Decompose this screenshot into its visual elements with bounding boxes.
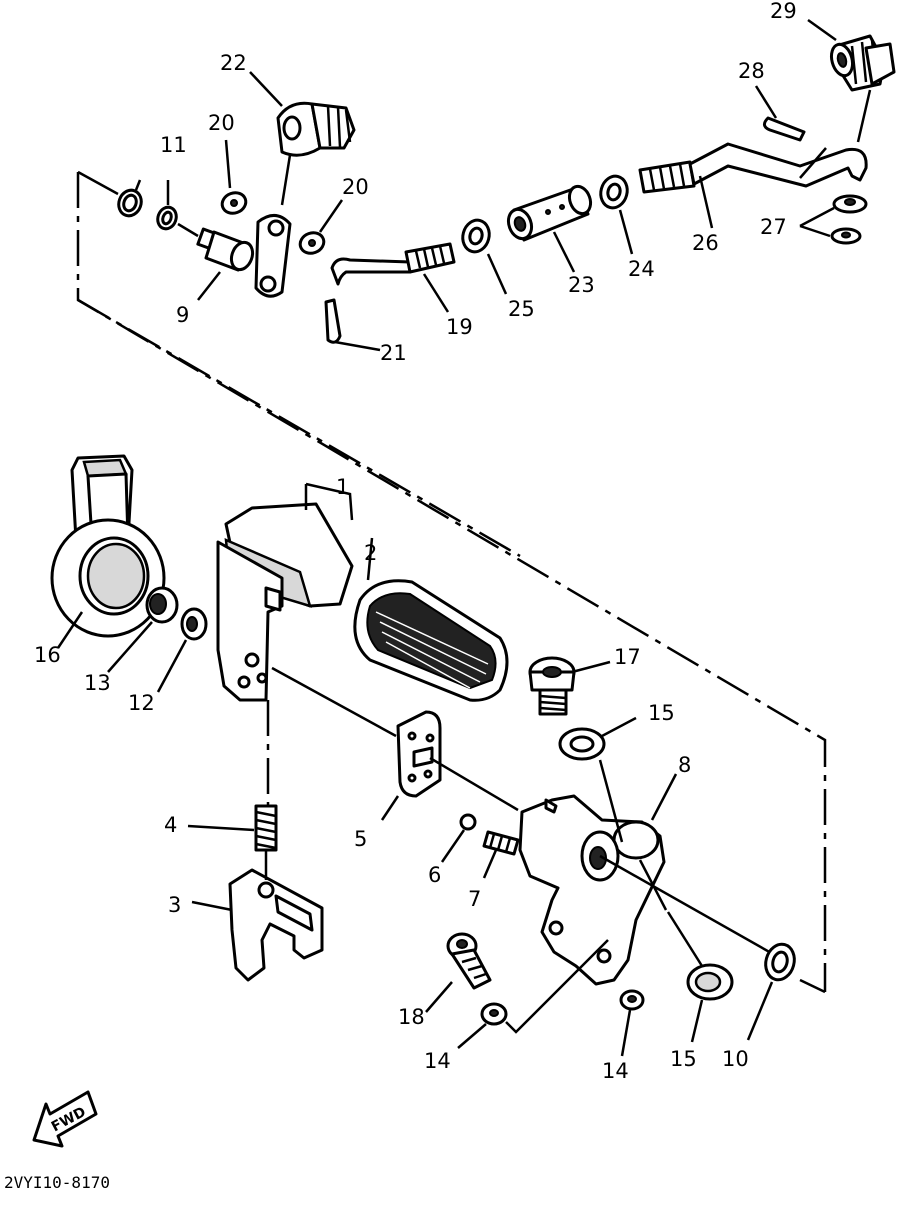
label-part-20a: 20 xyxy=(208,111,235,135)
label-part-24: 24 xyxy=(628,257,655,281)
rod-19 xyxy=(330,242,456,313)
control-lever-1 xyxy=(216,482,374,702)
spring-4 xyxy=(187,700,278,880)
washer-10 xyxy=(746,942,796,1041)
label-part-10: 10 xyxy=(722,1047,749,1071)
washer-14a xyxy=(457,939,609,1049)
washer-14b xyxy=(619,989,645,1057)
label-part-28: 28 xyxy=(738,59,765,83)
label-part-4: 4 xyxy=(164,813,177,837)
washer-15b xyxy=(666,911,734,1043)
label-part-1: 1 xyxy=(336,475,349,499)
bracket-8 xyxy=(518,773,781,986)
label-part-23: 23 xyxy=(568,273,595,297)
label-part-15a: 15 xyxy=(648,701,675,725)
label-part-9: 9 xyxy=(176,303,189,327)
label-part-13: 13 xyxy=(84,671,111,695)
boot-22 xyxy=(249,71,356,206)
rod-26 xyxy=(638,142,868,229)
cotter-pin-21 xyxy=(324,298,381,352)
plate-5 xyxy=(271,666,519,821)
label-part-18: 18 xyxy=(398,1005,425,1029)
label-part-6: 6 xyxy=(428,863,441,887)
washer-20a xyxy=(220,139,248,215)
nut-24 xyxy=(599,174,634,255)
label-part-11: 11 xyxy=(160,133,187,157)
shift-shaft-9 xyxy=(196,214,292,301)
sleeve-23 xyxy=(506,184,593,273)
washer-12 xyxy=(156,607,208,693)
washer-15a xyxy=(558,716,637,843)
label-part-5: 5 xyxy=(354,827,367,851)
joint-boot-29 xyxy=(807,18,896,143)
label-part-12: 12 xyxy=(128,691,155,715)
bolt-18 xyxy=(425,932,492,1013)
label-part-8: 8 xyxy=(678,753,691,777)
label-part-27: 27 xyxy=(760,215,787,239)
section-divider xyxy=(77,298,521,558)
ball-6 xyxy=(440,813,477,863)
label-part-14b: 14 xyxy=(602,1059,629,1083)
label-part-14a: 14 xyxy=(424,1049,451,1073)
forward-direction-arrow: FWD xyxy=(32,1090,98,1148)
label-part-15b: 15 xyxy=(670,1047,697,1071)
drawing-code: 2VYI10-8170 xyxy=(4,1173,110,1192)
grip-cover-2 xyxy=(353,579,509,702)
label-part-3: 3 xyxy=(168,893,181,917)
spring-7 xyxy=(482,830,520,879)
label-part-22: 22 xyxy=(220,51,247,75)
assembly-boundary xyxy=(76,170,827,994)
bracket-3 xyxy=(191,868,324,982)
label-part-26: 26 xyxy=(692,231,719,255)
label-part-16: 16 xyxy=(34,643,61,667)
plug-17 xyxy=(528,656,611,716)
label-part-25: 25 xyxy=(508,297,535,321)
label-part-21: 21 xyxy=(380,341,407,365)
label-part-29: 29 xyxy=(770,0,797,23)
collar-13 xyxy=(107,586,179,673)
cotter-pin-28 xyxy=(754,85,806,142)
label-part-19: 19 xyxy=(446,315,473,339)
label-part-2: 2 xyxy=(364,541,377,565)
label-part-17: 17 xyxy=(614,645,641,669)
nut-25 xyxy=(461,218,508,295)
washer-20b xyxy=(298,199,344,255)
label-part-20b: 20 xyxy=(342,175,369,199)
washers-27 xyxy=(799,194,868,245)
label-part-7: 7 xyxy=(468,887,481,911)
washer-11 xyxy=(117,179,199,238)
handle-grip-16 xyxy=(50,454,166,649)
